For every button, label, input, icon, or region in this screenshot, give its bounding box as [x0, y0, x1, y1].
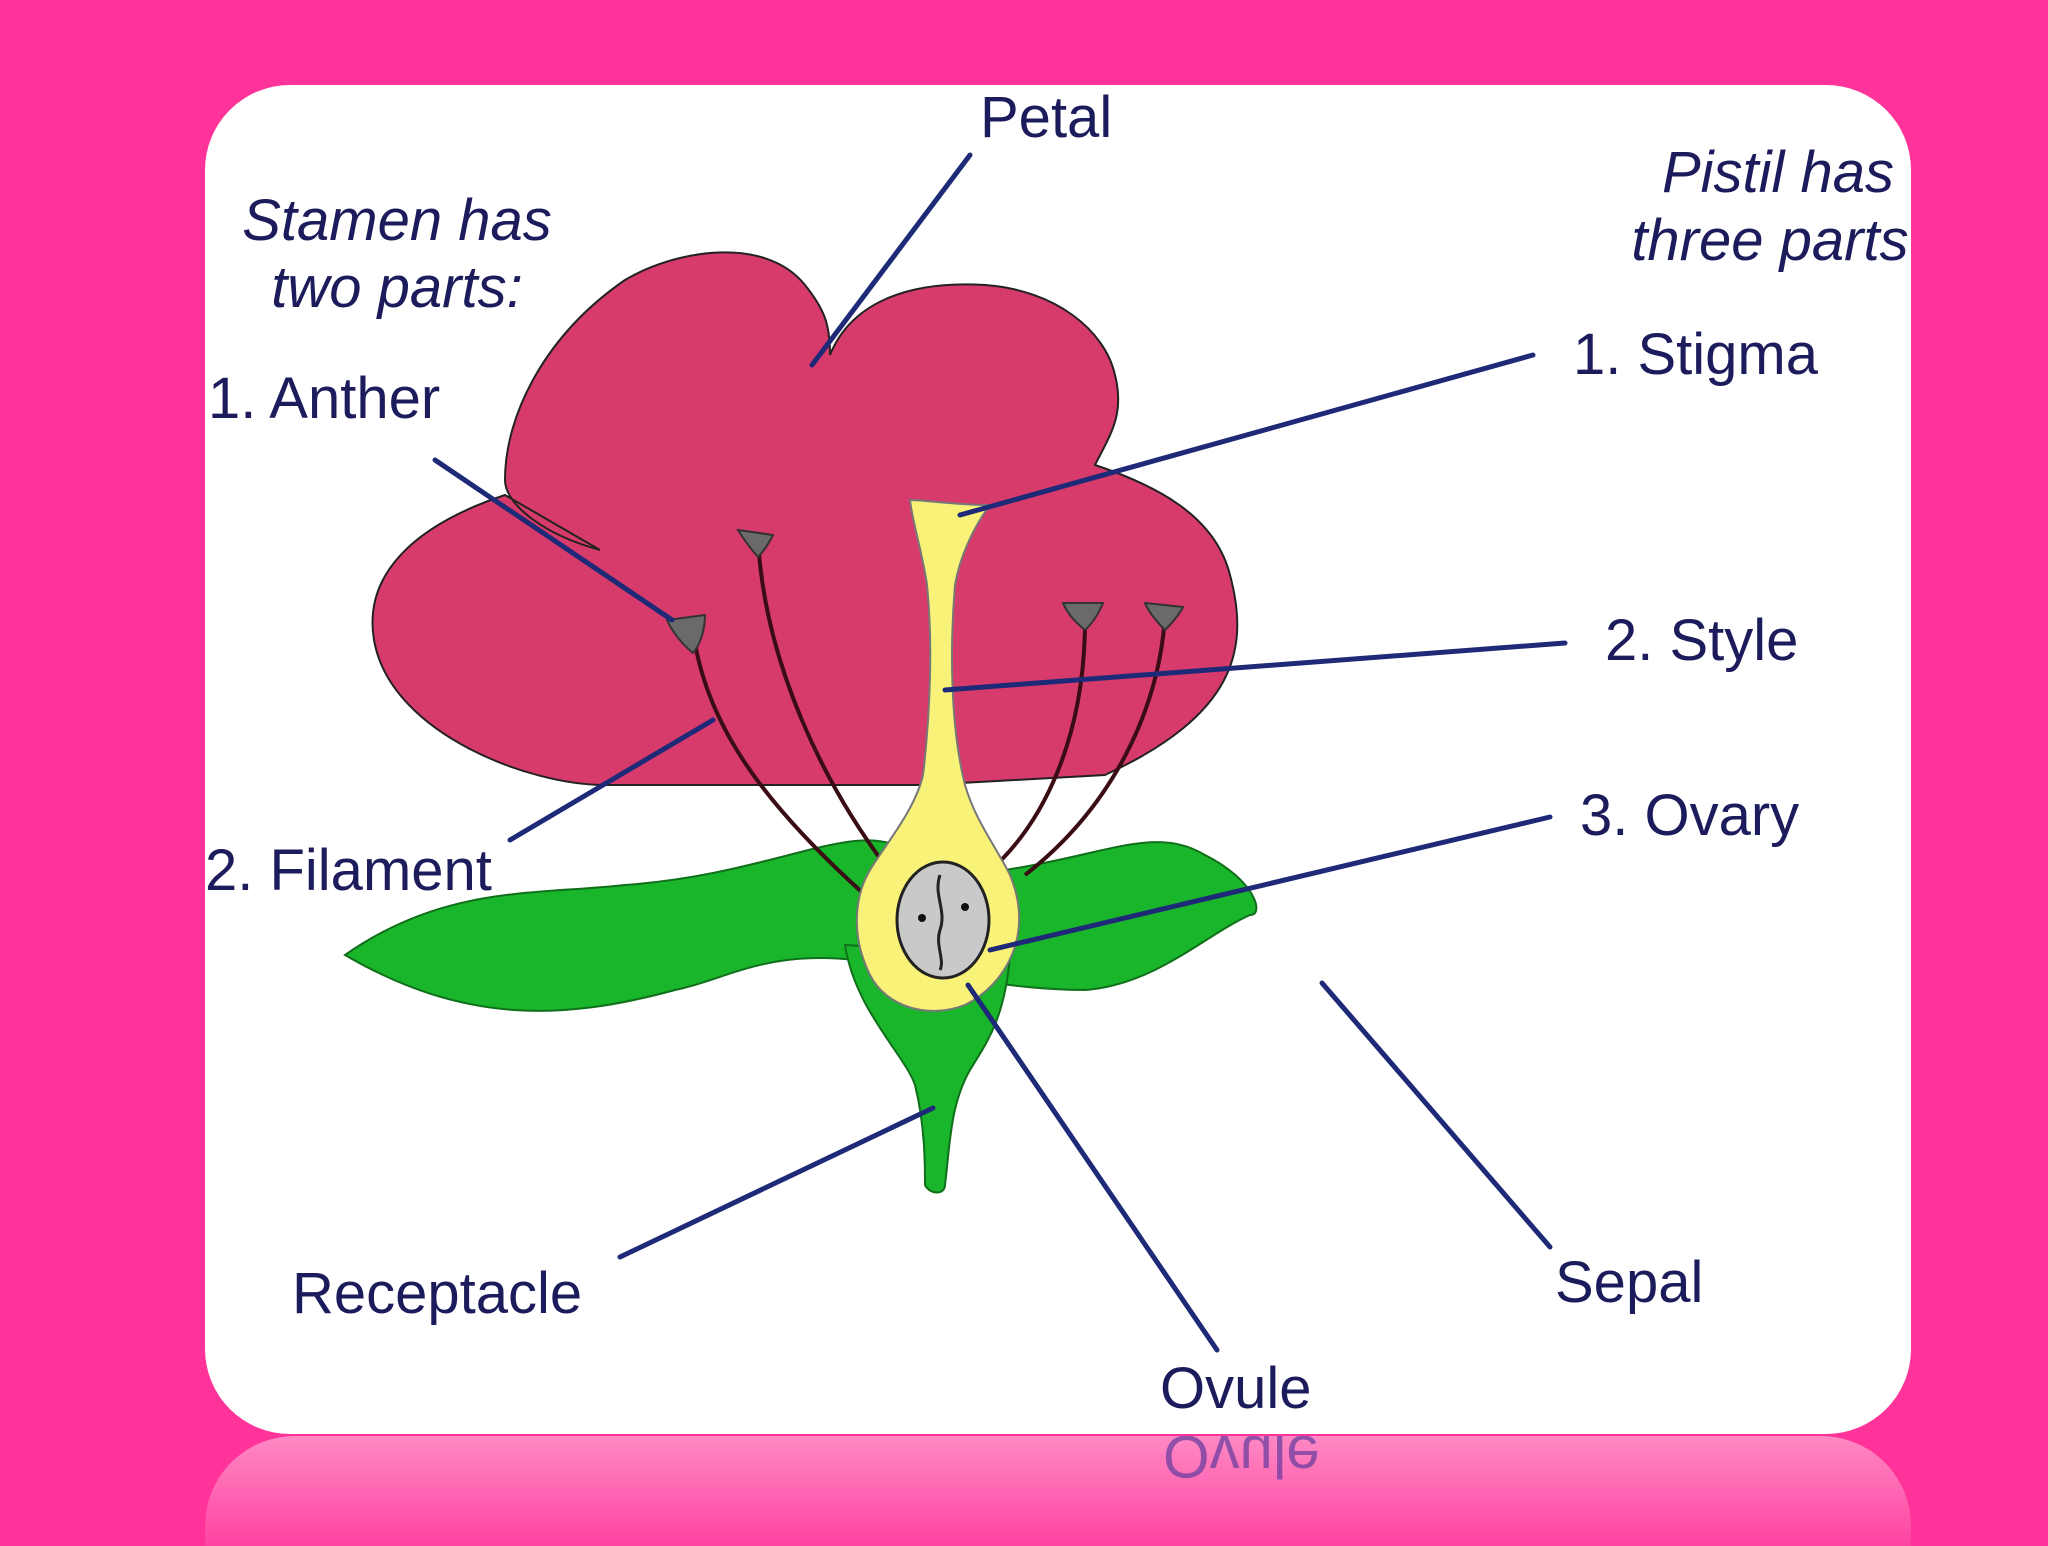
reflection-text: Ovule [1163, 1436, 1320, 1490]
sepal-shape [343, 839, 1258, 1012]
receptacle-shape [843, 943, 1012, 1194]
petal-shape [371, 251, 1239, 786]
slide-reflection: Ovule [205, 1436, 1911, 1546]
ovule-dot [961, 903, 969, 911]
style-label: 2. Style [1605, 608, 1798, 673]
style-pointer [942, 640, 1568, 693]
ovule-label: Ovule [1160, 1356, 1312, 1421]
petal-pointer [809, 152, 973, 368]
anthers [665, 528, 1185, 655]
receptacle-label: Receptacle [292, 1261, 582, 1326]
stigma-label: 1. Stigma [1573, 322, 1819, 387]
filament-pointer [507, 717, 716, 843]
receptacle-pointer [617, 1105, 936, 1260]
pistil-heading-line-1: Pistil has [1662, 140, 1894, 205]
anther-pointer [432, 457, 675, 623]
ovule-dot [918, 914, 926, 922]
filaments [691, 539, 1167, 897]
stamen-heading-line-1: Stamen has [242, 188, 552, 253]
pistil-heading-line-2: three parts: [1631, 208, 1911, 273]
petal-label: Petal [980, 85, 1112, 150]
filament-label: 2. Filament [205, 838, 492, 903]
ovule-pointer [965, 982, 1220, 1353]
stigma-pointer [957, 352, 1536, 518]
ovary-label: 3. Ovary [1580, 783, 1799, 848]
flower-diagram: Petal Stamen has two parts: 1. Anther 2.… [205, 85, 1911, 1421]
anther-label: 1. Anther [208, 366, 440, 431]
ovule-detail [936, 874, 944, 971]
stamen-heading-line-2: two parts: [271, 255, 522, 320]
sepal-pointer [1319, 980, 1553, 1250]
ovary-pointer [987, 814, 1553, 953]
sepal-label: Sepal [1555, 1250, 1703, 1315]
diagram-card: Petal Stamen has two parts: 1. Anther 2.… [205, 85, 1911, 1434]
